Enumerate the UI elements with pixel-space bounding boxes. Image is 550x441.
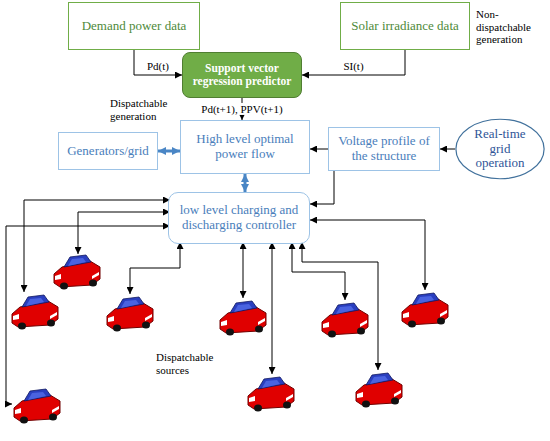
annotation-label: Dispatchable sources <box>156 351 224 376</box>
ellipse-shape <box>456 119 544 179</box>
charging-wire <box>243 242 244 298</box>
controller-box: low level charging and discharging contr… <box>168 192 310 244</box>
signal-arrow <box>310 171 334 204</box>
input-data-box: Demand power data <box>68 2 200 50</box>
process-box: High level optimal power flow <box>180 120 310 174</box>
signal-label: Pd(t) <box>146 60 170 72</box>
charging-wire <box>78 212 170 254</box>
car-icon <box>220 301 266 336</box>
charging-wire <box>292 242 345 300</box>
node-text: Support vector regression predictor <box>187 62 297 88</box>
car-icon <box>54 255 100 290</box>
node-text: Real-time grid operation <box>467 127 533 172</box>
car-icon <box>356 373 402 408</box>
charging-wire <box>24 200 170 292</box>
node-text: Voltage profile of the structure <box>337 134 431 164</box>
signal-arrow <box>310 149 328 150</box>
car-icon <box>107 297 153 332</box>
car-icon <box>248 377 294 412</box>
signal-label: SI(t) <box>342 60 364 72</box>
power-flow-arrow <box>158 150 180 153</box>
charging-wire <box>272 242 273 374</box>
node-text: Solar irradiance data <box>351 19 459 34</box>
signal-arrow <box>134 50 182 75</box>
node-text: Demand power data <box>82 19 187 34</box>
charging-wire <box>310 220 425 290</box>
connector-layer <box>134 50 455 204</box>
node-text: low level charging and discharging contr… <box>177 203 301 233</box>
node-text: High level optimal power flow <box>189 132 301 162</box>
annotation-label: Non-dispatchable generation <box>476 8 550 46</box>
electric-cars <box>12 255 448 424</box>
car-icon <box>14 389 60 424</box>
generation-box: Generators/grid <box>58 132 158 170</box>
charging-wires <box>6 200 425 404</box>
power-flow-arrow <box>244 174 247 192</box>
charging-wire <box>302 242 378 370</box>
car-icon <box>322 303 368 338</box>
signal-label: Pd(t+1), PPV(t+1) <box>200 103 283 115</box>
predictor-box: Support vector regression predictor <box>182 52 302 98</box>
charging-wire <box>6 226 170 404</box>
car-icon <box>402 293 448 328</box>
car-icon <box>12 295 58 330</box>
process-box: Voltage profile of the structure <box>328 127 440 171</box>
ellipse-node: Real-time grid operation <box>455 118 545 180</box>
input-data-box: Solar irradiance data <box>340 2 470 50</box>
charging-wire <box>130 242 180 294</box>
annotation-label: Dispatchable generation <box>110 97 178 122</box>
signal-arrow <box>302 50 405 75</box>
node-text: Generators/grid <box>67 144 149 159</box>
signal-arrow <box>440 149 455 150</box>
